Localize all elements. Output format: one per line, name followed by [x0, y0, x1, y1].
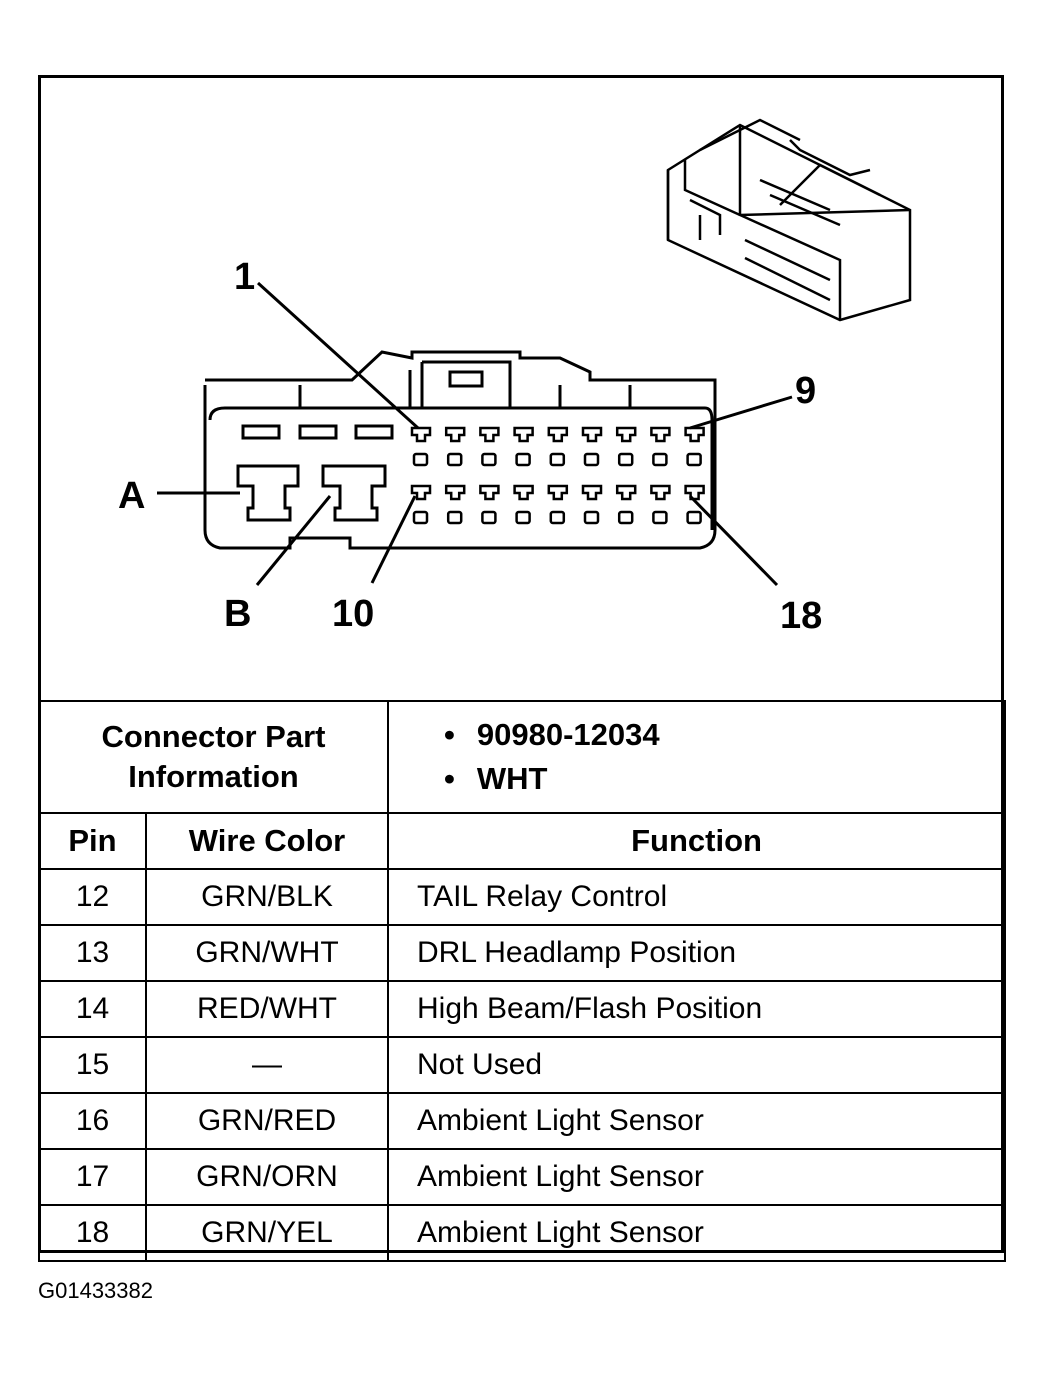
cell-function: High Beam/Flash Position — [387, 980, 1007, 1038]
callout-pin-18: 18 — [780, 595, 823, 637]
header-function: Function — [387, 812, 1007, 870]
pin-cavity — [617, 452, 634, 467]
callout-pin-b: B — [224, 593, 252, 635]
cell-wire-color: GRN/BLK — [144, 868, 390, 926]
cell-wire-color: GRN/ORN — [144, 1148, 390, 1206]
cell-wire-color: RED/WHT — [144, 980, 390, 1038]
pin-terminal — [479, 484, 500, 501]
pin-terminal — [650, 484, 671, 501]
pin-cavity — [515, 510, 531, 525]
connector-part-values: 90980-12034 WHT — [387, 700, 1007, 814]
connector-part-label-line2: Information — [128, 759, 299, 794]
pin-cavity — [481, 510, 497, 525]
pin-cavity — [446, 452, 463, 467]
pin-cavity — [481, 452, 497, 467]
cell-function: Ambient Light Sensor — [387, 1148, 1007, 1206]
cell-function: Ambient Light Sensor — [387, 1204, 1007, 1262]
pin-terminal — [479, 426, 500, 443]
terminal-b — [321, 464, 387, 522]
connector-part-label: Connector Part Information — [37, 700, 390, 814]
connector-part-label-line1: Connector Part — [101, 719, 326, 754]
table-row: 15—Not Used — [38, 1036, 1007, 1094]
pin-terminal — [444, 426, 466, 443]
pin-cavity — [652, 510, 668, 525]
callout-pin-9: 9 — [795, 370, 817, 412]
cell-pin: 15 — [38, 1036, 147, 1094]
pin-terminal — [581, 426, 603, 443]
connector-diagram — [157, 118, 912, 587]
cell-function: DRL Headlamp Position — [387, 924, 1007, 982]
pin-terminal — [581, 484, 603, 501]
connector-info-table: Connector Part Information 90980-12034 W… — [37, 700, 1007, 1262]
cell-pin: 18 — [38, 1204, 147, 1262]
cell-pin: 16 — [38, 1092, 147, 1150]
callout-pin-a: A — [118, 475, 146, 517]
cell-pin: 17 — [38, 1148, 147, 1206]
pin-cavity — [446, 510, 463, 525]
pin-cavity — [412, 510, 429, 525]
pin-cavity — [549, 510, 566, 525]
cell-wire-color: GRN/RED — [144, 1092, 390, 1150]
pin-cavity — [515, 452, 531, 467]
pin-terminal — [547, 426, 569, 443]
pin-cavity — [583, 510, 600, 525]
pin-terminal — [615, 484, 637, 501]
pin-terminal — [513, 484, 534, 501]
pin-terminal — [650, 426, 671, 443]
connector-body — [203, 350, 717, 550]
connector-color: WHT — [444, 757, 1004, 801]
cell-function: TAIL Relay Control — [387, 868, 1007, 926]
connector-color-text: WHT — [476, 761, 548, 796]
pin-terminal — [410, 484, 432, 501]
part-number-text: 90980-12034 — [476, 717, 660, 752]
pin-terminal — [547, 484, 569, 501]
pin-terminal — [444, 484, 466, 501]
pin-terminal — [684, 426, 705, 443]
cell-wire-color: GRN/WHT — [144, 924, 390, 982]
cell-function: Ambient Light Sensor — [387, 1092, 1007, 1150]
cell-pin: 13 — [38, 924, 147, 982]
connector-3d-sketch — [666, 118, 912, 322]
pin-cavity — [549, 452, 566, 467]
pin-terminal — [684, 484, 705, 501]
pin-cavity — [652, 452, 668, 467]
pin-terminal — [615, 426, 637, 443]
cell-wire-color: GRN/YEL — [144, 1204, 390, 1262]
terminal-a — [236, 464, 300, 522]
pin-cavity — [617, 510, 634, 525]
part-number: 90980-12034 — [444, 713, 1004, 757]
pin-cavity — [412, 452, 429, 467]
callout-pin-10: 10 — [332, 593, 375, 635]
pin-grid — [410, 426, 705, 525]
header-pin: Pin — [38, 812, 147, 870]
connector-part-row: Connector Part Information 90980-12034 W… — [37, 700, 1007, 814]
leader-lines — [157, 281, 793, 587]
pin-cavity — [686, 452, 702, 467]
callout-pin-1: 1 — [234, 256, 256, 298]
cell-wire-color: — — [144, 1036, 390, 1094]
table-header-row: Pin Wire Color Function — [38, 812, 1007, 870]
pin-cavity — [686, 510, 702, 525]
pin-cavity — [583, 452, 600, 467]
cell-pin: 12 — [38, 868, 147, 926]
cell-function: Not Used — [387, 1036, 1007, 1094]
pin-terminal — [410, 426, 432, 443]
figure-id: G01433382 — [38, 1278, 153, 1303]
header-wire-color: Wire Color — [144, 812, 390, 870]
cell-pin: 14 — [38, 980, 147, 1038]
pin-terminal — [513, 426, 534, 443]
